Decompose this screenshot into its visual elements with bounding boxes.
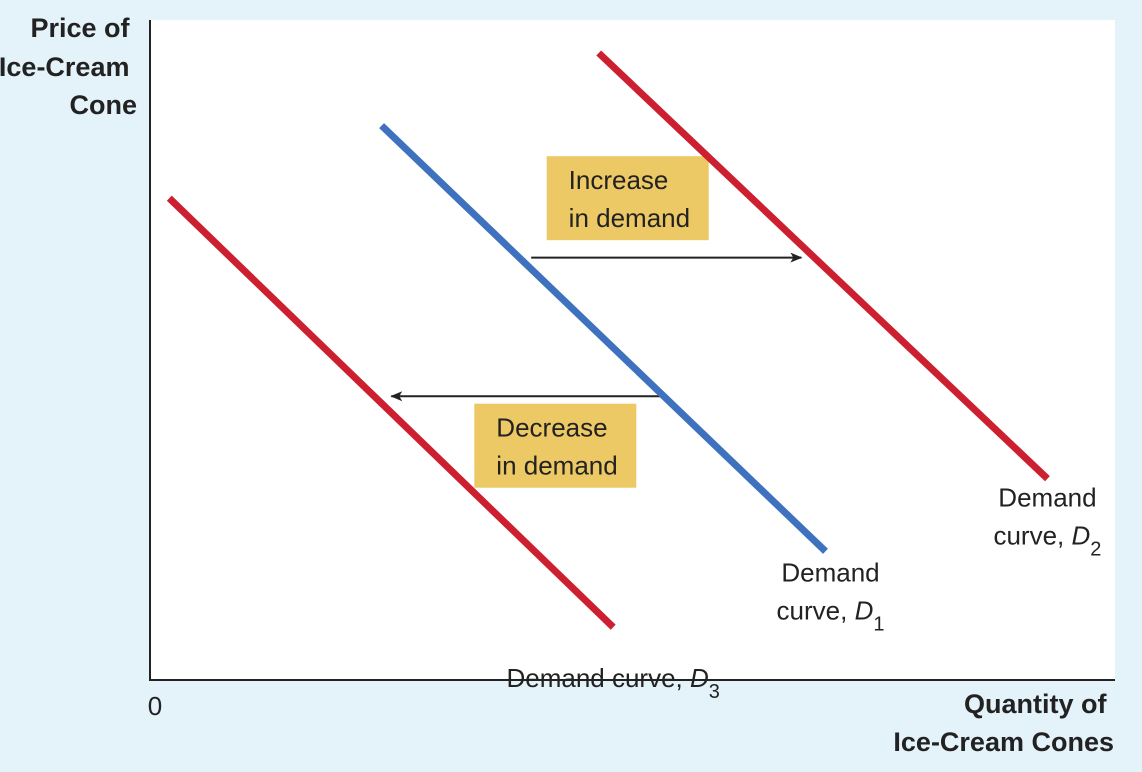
demand-curve-d1-line — [379, 123, 828, 554]
increase-text: Increase in demand — [569, 165, 690, 233]
demand-curve-d1-label-subscript: 1 — [873, 613, 884, 635]
decrease-text-line-2: in demand — [496, 451, 617, 481]
y-axis-title-line-1: Price of — [30, 13, 130, 43]
demand-curve-d1-label-line-2: curve, — [777, 595, 855, 625]
demand-curve-d1-label-symbol: D — [855, 595, 874, 625]
plot-background — [150, 20, 1115, 680]
demand-curve-d3-label-subscript: 3 — [709, 681, 720, 703]
x-axis-title: Quantity of Ice-Cream Cones — [893, 689, 1114, 757]
series-layer — [166, 50, 1050, 630]
y-axis-title-line-2: Ice-Cream — [0, 52, 129, 82]
demand-curve-d1-label: Demand curve, D1 — [777, 557, 885, 635]
demand-curve-d2-label-symbol: D — [1072, 521, 1091, 551]
x-axis-title-line-2: Ice-Cream Cones — [893, 727, 1114, 757]
increase-text-line-2: in demand — [569, 203, 690, 233]
y-axis-title-line-3: Cone — [70, 90, 138, 120]
demand-curve-d3-label-symbol: D — [690, 663, 709, 693]
increase-box — [546, 156, 709, 241]
decrease-text: Decrease in demand — [496, 413, 617, 481]
demand-curve-d2-label-line-1: Demand — [998, 483, 1096, 513]
x-axis-title-line-1: Quantity of — [964, 689, 1107, 719]
demand-curve-d3-label-line-1: Demand curve, — [506, 663, 690, 693]
increase-annotation: Increase in demand — [531, 156, 803, 263]
origin-label: 0 — [148, 691, 162, 721]
decrease-text-line-1: Decrease — [496, 413, 607, 443]
demand-curve-d3-line — [166, 195, 616, 630]
y-axis-title: Price of Ice-Cream Cone — [0, 13, 137, 120]
demand-curve-d2-line — [596, 50, 1050, 482]
demand-curve-d1-label-line-1: Demand — [781, 557, 879, 587]
demand-curve-d3-label: Demand curve, D3 — [506, 663, 719, 703]
decrease-box — [474, 403, 637, 488]
demand-curve-d2-label-subscript: 2 — [1090, 539, 1101, 561]
increase-text-line-1: Increase — [569, 165, 669, 195]
demand-curve-d2-label-line-2: curve, — [993, 521, 1071, 551]
demand-curve-d2-label: Demand curve, D2 — [993, 483, 1101, 561]
decrease-annotation: Decrease in demand — [390, 391, 662, 488]
